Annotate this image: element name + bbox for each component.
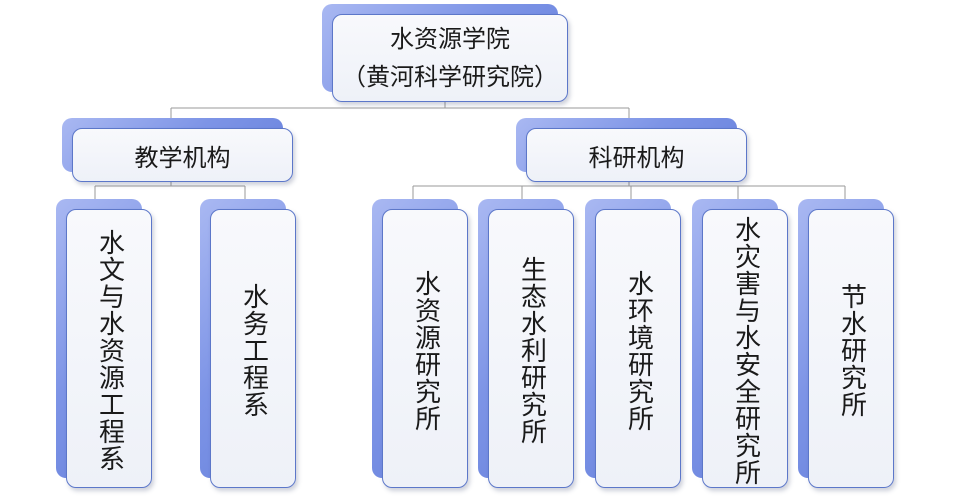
dept-hydrology: 水文与水资源工程系 bbox=[56, 199, 152, 488]
inst-water-resources: 水资源研究所 bbox=[372, 199, 468, 488]
inst-water-disaster-security: 水灾害与水安全研究所 bbox=[692, 199, 788, 488]
root-node: 水资源学院 （黄河科学研究院） bbox=[322, 4, 568, 102]
branch-research: 科研机构 bbox=[516, 118, 747, 182]
inst-water-environment-label: 水环境研究所 bbox=[623, 269, 654, 432]
root-title: 水资源学院 bbox=[390, 25, 510, 53]
dept-water-affairs: 水务工程系 bbox=[200, 199, 296, 488]
branch-research-label: 科研机构 bbox=[588, 143, 685, 172]
inst-water-saving-label: 节水研究所 bbox=[836, 283, 867, 418]
dept-water-affairs-label: 水务工程系 bbox=[238, 283, 269, 418]
branch-teaching-label: 教学机构 bbox=[134, 143, 231, 172]
inst-water-saving: 节水研究所 bbox=[798, 199, 894, 488]
inst-water-disaster-security-label: 水灾害与水安全研究所 bbox=[730, 215, 761, 486]
inst-eco-hydraulics: 生态水利研究所 bbox=[478, 199, 574, 488]
dept-hydrology-label: 水文与水资源工程系 bbox=[94, 229, 125, 472]
inst-water-environment: 水环境研究所 bbox=[585, 199, 681, 488]
inst-eco-hydraulics-label: 生态水利研究所 bbox=[516, 256, 547, 445]
branch-teaching: 教学机构 bbox=[62, 118, 293, 182]
root-subtitle: （黄河科学研究院） bbox=[342, 63, 558, 91]
inst-water-resources-label: 水资源研究所 bbox=[410, 269, 441, 432]
